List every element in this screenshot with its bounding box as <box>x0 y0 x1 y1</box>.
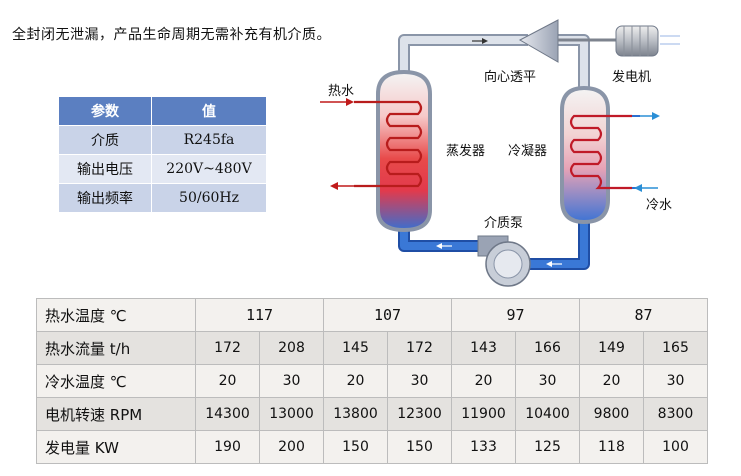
hot-water-arrows <box>320 98 354 190</box>
table-cell: 20 <box>323 364 388 398</box>
params-table: 参数 值 介质 R245fa 输出电压 220V~480V 输出频率 50/60… <box>58 96 267 213</box>
table-cell: 172 <box>195 331 260 365</box>
table-cell: 30 <box>387 364 452 398</box>
turbine <box>518 19 620 63</box>
table-row: 冷水温度 ℃ 20 30 20 30 20 30 20 30 <box>36 364 708 398</box>
params-cell-value: 220V~480V <box>151 154 267 184</box>
table-cell: 9800 <box>579 397 644 431</box>
pump-label: 介质泵 <box>484 216 524 231</box>
table-cell: 208 <box>259 331 324 365</box>
table-row: 热水温度 ℃ 117 107 97 87 <box>36 298 708 332</box>
table-cell: 118 <box>579 430 644 464</box>
params-row: 介质 R245fa <box>58 125 267 155</box>
params-cell-name: 输出电压 <box>58 154 152 184</box>
generator-label: 发电机 <box>612 70 652 85</box>
hot-water-label: 热水 <box>328 84 355 99</box>
table-cell: 133 <box>451 430 516 464</box>
row-label: 冷水温度 ℃ <box>36 364 196 398</box>
table-cell: 20 <box>451 364 516 398</box>
table-cell: 30 <box>515 364 580 398</box>
table-cell: 150 <box>387 430 452 464</box>
table-cell: 190 <box>195 430 260 464</box>
group-header: 107 <box>323 298 452 332</box>
params-cell-name: 介质 <box>58 125 152 155</box>
table-cell: 200 <box>259 430 324 464</box>
generator <box>615 25 680 57</box>
params-cell-value: 50/60Hz <box>151 183 267 213</box>
condenser-label: 冷凝器 <box>508 144 548 159</box>
orc-diagram-svg <box>320 19 680 287</box>
params-row: 输出频率 50/60Hz <box>58 183 267 213</box>
table-cell: 20 <box>579 364 644 398</box>
turbine-label: 向心透平 <box>484 70 537 85</box>
media-pump <box>477 235 531 287</box>
params-cell-value: R245fa <box>151 125 267 155</box>
table-row: 发电量 KW 190 200 150 150 133 125 118 100 <box>36 430 708 464</box>
table-cell: 150 <box>323 430 388 464</box>
cold-water-label: 冷水 <box>646 198 673 213</box>
table-cell: 165 <box>643 331 708 365</box>
table-cell: 143 <box>451 331 516 365</box>
evaporator-vessel <box>354 69 432 233</box>
params-header-param: 参数 <box>58 96 152 126</box>
orc-diagram: 热水 向心透平 发电机 蒸发器 冷凝器 介质泵 冷水 <box>300 14 740 294</box>
performance-table: 热水温度 ℃ 117 107 97 87 热水流量 t/h 172 208 14… <box>36 298 708 464</box>
top-note: 全封闭无泄漏，产品生命周期无需补充有机介质。 <box>12 27 331 43</box>
params-row: 输出电压 220V~480V <box>58 154 267 184</box>
group-header: 97 <box>451 298 580 332</box>
evaporator-label: 蒸发器 <box>446 144 486 159</box>
table-cell: 30 <box>643 364 708 398</box>
row-label: 发电量 KW <box>36 430 196 464</box>
params-header-row: 参数 值 <box>58 96 267 126</box>
table-row: 热水流量 t/h 172 208 145 172 143 166 149 165 <box>36 331 708 365</box>
table-cell: 125 <box>515 430 580 464</box>
table-cell: 12300 <box>387 397 452 431</box>
row-label: 电机转速 RPM <box>36 397 196 431</box>
table-cell: 145 <box>323 331 388 365</box>
table-cell: 30 <box>259 364 324 398</box>
table-row: 电机转速 RPM 14300 13000 13800 12300 11900 1… <box>36 397 708 431</box>
table-cell: 8300 <box>643 397 708 431</box>
group-header: 87 <box>579 298 708 332</box>
table-cell: 166 <box>515 331 580 365</box>
table-cell: 13000 <box>259 397 324 431</box>
group-header: 117 <box>195 298 324 332</box>
table-cell: 149 <box>579 331 644 365</box>
table-cell: 13800 <box>323 397 388 431</box>
table-cell: 100 <box>643 430 708 464</box>
params-cell-name: 输出频率 <box>58 183 152 213</box>
table-cell: 11900 <box>451 397 516 431</box>
row-label: 热水温度 ℃ <box>36 298 196 332</box>
table-cell: 20 <box>195 364 260 398</box>
table-cell: 172 <box>387 331 452 365</box>
table-cell: 14300 <box>195 397 260 431</box>
row-label: 热水流量 t/h <box>36 331 196 365</box>
table-cell: 10400 <box>515 397 580 431</box>
cold-water-arrows <box>634 112 660 192</box>
params-header-value: 值 <box>151 96 267 126</box>
condenser-vessel <box>560 85 640 225</box>
